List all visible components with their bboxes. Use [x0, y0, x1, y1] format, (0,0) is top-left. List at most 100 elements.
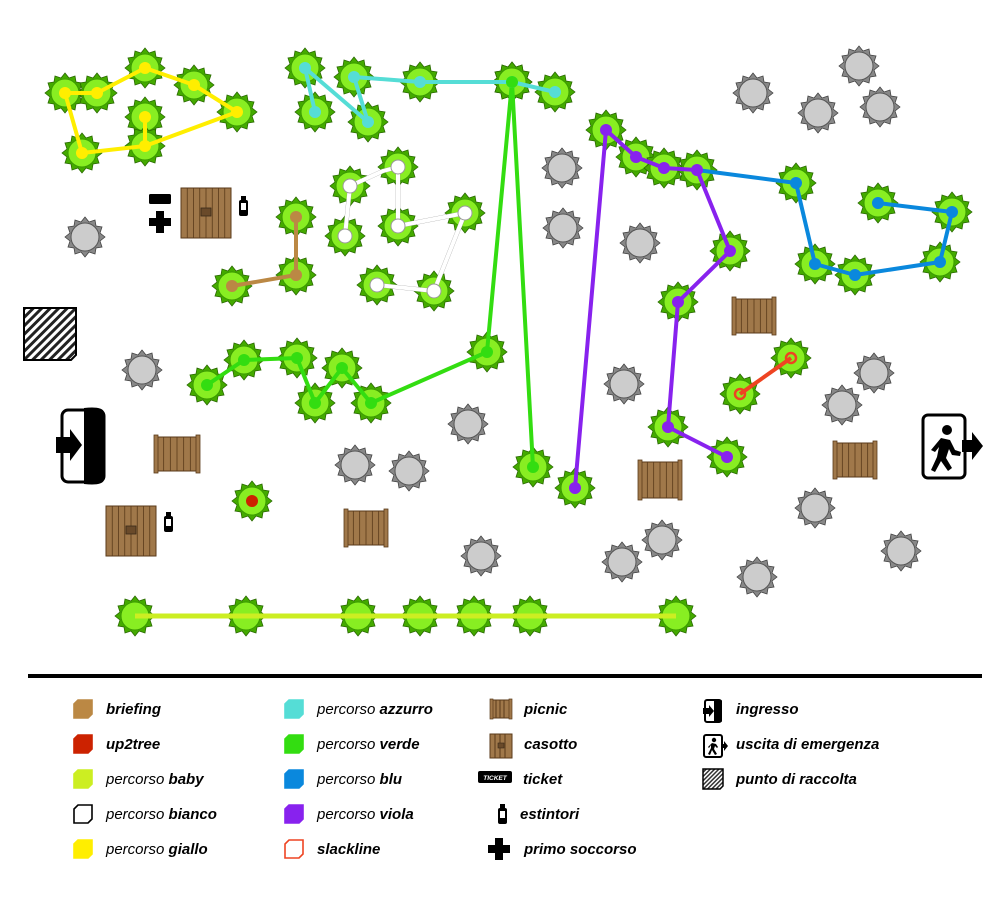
blu-swatch: [283, 768, 305, 790]
legend-label-name: bianco: [168, 805, 217, 823]
legend-item-ticket: TICKET ticket: [477, 767, 562, 791]
route-stop: [691, 164, 703, 176]
grey-tree-icon: [619, 222, 661, 264]
legend-item-casotto: casotto: [488, 732, 577, 759]
emergency-exit-icon[interactable]: [921, 413, 983, 480]
legend-item-estintori: estintori: [484, 802, 579, 826]
legend-label: percorso verde: [317, 736, 420, 753]
picnic-table-icon: [731, 296, 777, 336]
legend-item-up2tree: up2tree: [72, 732, 160, 756]
legend-item-bianco: percorso bianco: [72, 802, 217, 826]
route-stop: [291, 352, 303, 364]
legend-item-giallo: percorso giallo: [72, 837, 208, 861]
route-stop: [630, 151, 642, 163]
route-giallo: [63, 66, 239, 155]
extinguisher-icon: [164, 512, 173, 532]
legend-item-punto-di-raccolta: punto di raccolta: [702, 767, 857, 791]
legend-label: briefing: [106, 701, 161, 718]
legend-label-name: up2tree: [106, 735, 161, 753]
grey-tree-icon: [603, 363, 645, 405]
route-stop: [336, 362, 348, 374]
legend-label: slackline: [317, 841, 380, 858]
slackline-swatch: [283, 838, 305, 860]
svg-text:TICKET: TICKET: [483, 775, 508, 782]
route-stop: [724, 245, 736, 257]
verde-swatch: [283, 733, 305, 755]
legend-label-prefix: percorso: [106, 805, 169, 823]
legend-item-primo-soccorso: primo soccorso: [488, 837, 637, 861]
grey-tree-icon: [853, 352, 895, 394]
route-stop: [549, 86, 561, 98]
legend-label-prefix: percorso: [317, 805, 380, 823]
legend-label-name: briefing: [106, 700, 161, 718]
route-stop: [231, 106, 243, 118]
grey-tree-icon: [447, 403, 489, 445]
route-stop: [481, 346, 493, 358]
route-stop: [139, 140, 151, 152]
route-stop: [348, 71, 360, 83]
grey-tree-icon: [641, 519, 683, 561]
grey-tree-icon: [542, 207, 584, 249]
legend-label: percorso viola: [317, 806, 414, 823]
legend-label: primo soccorso: [524, 841, 637, 858]
route-stop: [721, 451, 733, 463]
legend-label-name: slackline: [317, 840, 381, 858]
baby-swatch: [72, 768, 94, 790]
ticket-icon: [149, 194, 171, 204]
grey-tree-icon: [121, 349, 163, 391]
legend-label-name: baby: [168, 770, 204, 788]
grey-tree-icon: [794, 487, 836, 529]
route-stop: [934, 256, 946, 268]
legend-label-name: azzurro: [379, 700, 433, 718]
grey-tree-icon: [736, 556, 778, 598]
legend-label: estintori: [520, 806, 579, 823]
legend-label-prefix: percorso: [106, 840, 169, 858]
route-stop: [139, 62, 151, 74]
route-stop: [662, 421, 674, 433]
legend-label-prefix: percorso: [317, 700, 380, 718]
legend-item-briefing: briefing: [72, 697, 161, 721]
route-stop: [309, 397, 321, 409]
legend-label: ingresso: [736, 701, 799, 718]
facilities: [23, 187, 983, 557]
legend-label-name: uscita di emergenza: [736, 735, 880, 753]
entrance-icon[interactable]: [56, 407, 106, 485]
route-stop: [76, 147, 88, 159]
grey-tree-icon: [460, 535, 502, 577]
legend-item-slackline: slackline: [283, 837, 380, 861]
extinguisher-icon: [484, 803, 510, 825]
route-stop: [309, 106, 321, 118]
up2tree-swatch: [72, 733, 94, 755]
routes: [59, 62, 958, 619]
extinguisher-icon: [239, 196, 248, 216]
legend-label-name: picnic: [524, 700, 568, 718]
legend-item-ingresso: ingresso: [702, 697, 799, 723]
park-map: [23, 45, 983, 678]
picnic-table-icon: [832, 440, 878, 480]
viola-swatch: [283, 803, 305, 825]
first-aid-icon: [488, 838, 514, 860]
route-stop: [362, 116, 374, 128]
ticket-icon: TICKET: [477, 768, 513, 790]
route-stop: [414, 76, 426, 88]
route-stop: [872, 197, 884, 209]
briefing-swatch: [72, 698, 94, 720]
grey-tree-icon: [732, 72, 774, 114]
route-stop: [299, 62, 311, 74]
legend-item-blu: percorso blu: [283, 767, 402, 791]
legend-label: ticket: [523, 771, 562, 788]
route-stop: [290, 211, 302, 223]
legend-label-name: verde: [379, 735, 420, 753]
route-stop: [809, 258, 821, 270]
legend-label: percorso giallo: [106, 841, 208, 858]
route-stop: [365, 397, 377, 409]
route-biancoB: [343, 185, 352, 237]
up2tree-marker: [246, 495, 258, 507]
route-stop: [672, 296, 684, 308]
grey-tree-icon: [859, 86, 901, 128]
route-azzurro: [303, 66, 556, 124]
picnic-table-icon: [343, 508, 389, 548]
grey-trees: [64, 45, 922, 598]
route-stop: [238, 354, 250, 366]
legend-label: casotto: [524, 736, 577, 753]
